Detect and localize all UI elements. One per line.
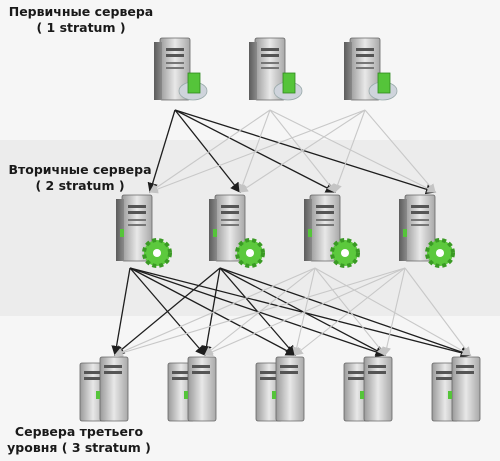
tertiary-server-4 xyxy=(343,356,393,422)
connection-arrow-30 xyxy=(294,267,406,356)
clock-icon xyxy=(178,72,208,101)
primary-server-2 xyxy=(249,37,303,101)
secondary-tier-title: Вторичные сервера xyxy=(8,162,152,177)
gear-icon xyxy=(235,238,265,268)
primary-server-3 xyxy=(344,37,398,101)
connection-arrow-1 xyxy=(147,109,176,194)
secondary-server-3 xyxy=(304,194,360,268)
connection-arrow-19 xyxy=(201,267,221,357)
tertiary-server-5 xyxy=(431,356,481,422)
connection-arrow-10 xyxy=(239,109,366,193)
server-icon xyxy=(209,194,246,262)
connection-arrow-22 xyxy=(219,267,472,357)
connection-arrow-28 xyxy=(113,267,406,358)
connection-arrow-20 xyxy=(219,267,296,356)
secondary-tier-label: Вторичные сервера ( 2 stratum ) xyxy=(2,162,158,194)
secondary-server-1 xyxy=(116,194,172,268)
primary-tier-title: Первичные сервера xyxy=(8,4,154,19)
connection-arrow-32 xyxy=(404,267,471,356)
secondary-server-2 xyxy=(209,194,265,268)
tertiary-tier-title: Сервера третьего xyxy=(14,424,144,439)
connection-arrow-13 xyxy=(111,267,131,357)
connection-arrow-11 xyxy=(333,109,366,194)
secondary-server-4 xyxy=(399,194,455,268)
clock-icon xyxy=(368,72,398,101)
connection-arrow-6 xyxy=(238,109,271,194)
server-icon xyxy=(344,37,381,101)
gear-icon xyxy=(330,238,360,268)
connection-arrow-21 xyxy=(219,267,387,356)
connection-arrow-27 xyxy=(314,267,471,356)
primary-tier-subtitle: ( 1 stratum ) xyxy=(36,20,126,35)
gear-icon xyxy=(425,238,455,268)
tertiary-server-2 xyxy=(167,356,217,422)
tertiary-tier-subtitle: уровня ( 3 stratum ) xyxy=(7,440,151,455)
connection-arrow-29 xyxy=(203,267,406,356)
connection-arrow-23 xyxy=(113,267,316,356)
connection-arrow-4 xyxy=(174,109,437,195)
connection-arrow-31 xyxy=(382,267,406,357)
server-icon xyxy=(304,194,341,262)
connection-arrow-5 xyxy=(149,109,271,193)
connection-arrow-17 xyxy=(129,267,472,358)
connection-arrow-9 xyxy=(148,109,366,194)
primary-server-1 xyxy=(154,37,208,101)
server-icon xyxy=(399,194,436,262)
connection-arrow-12 xyxy=(364,109,436,193)
connection-arrow-2 xyxy=(174,109,241,194)
connection-arrow-18 xyxy=(113,267,221,356)
server-icon xyxy=(249,37,286,101)
connection-arrows xyxy=(111,109,472,358)
tertiary-server-1 xyxy=(79,356,129,422)
tertiary-tier-label: Сервера третьего уровня ( 3 stratum ) xyxy=(4,424,154,456)
connection-arrow-8 xyxy=(269,109,436,193)
server-icon xyxy=(154,37,191,101)
primary-tier-label: Первичные сервера ( 1 stratum ) xyxy=(6,4,156,36)
gear-icon xyxy=(142,238,172,268)
tertiary-server-3 xyxy=(255,356,305,422)
secondary-tier-subtitle: ( 2 stratum ) xyxy=(35,178,125,193)
clock-icon xyxy=(273,72,303,101)
server-icon xyxy=(116,194,153,262)
